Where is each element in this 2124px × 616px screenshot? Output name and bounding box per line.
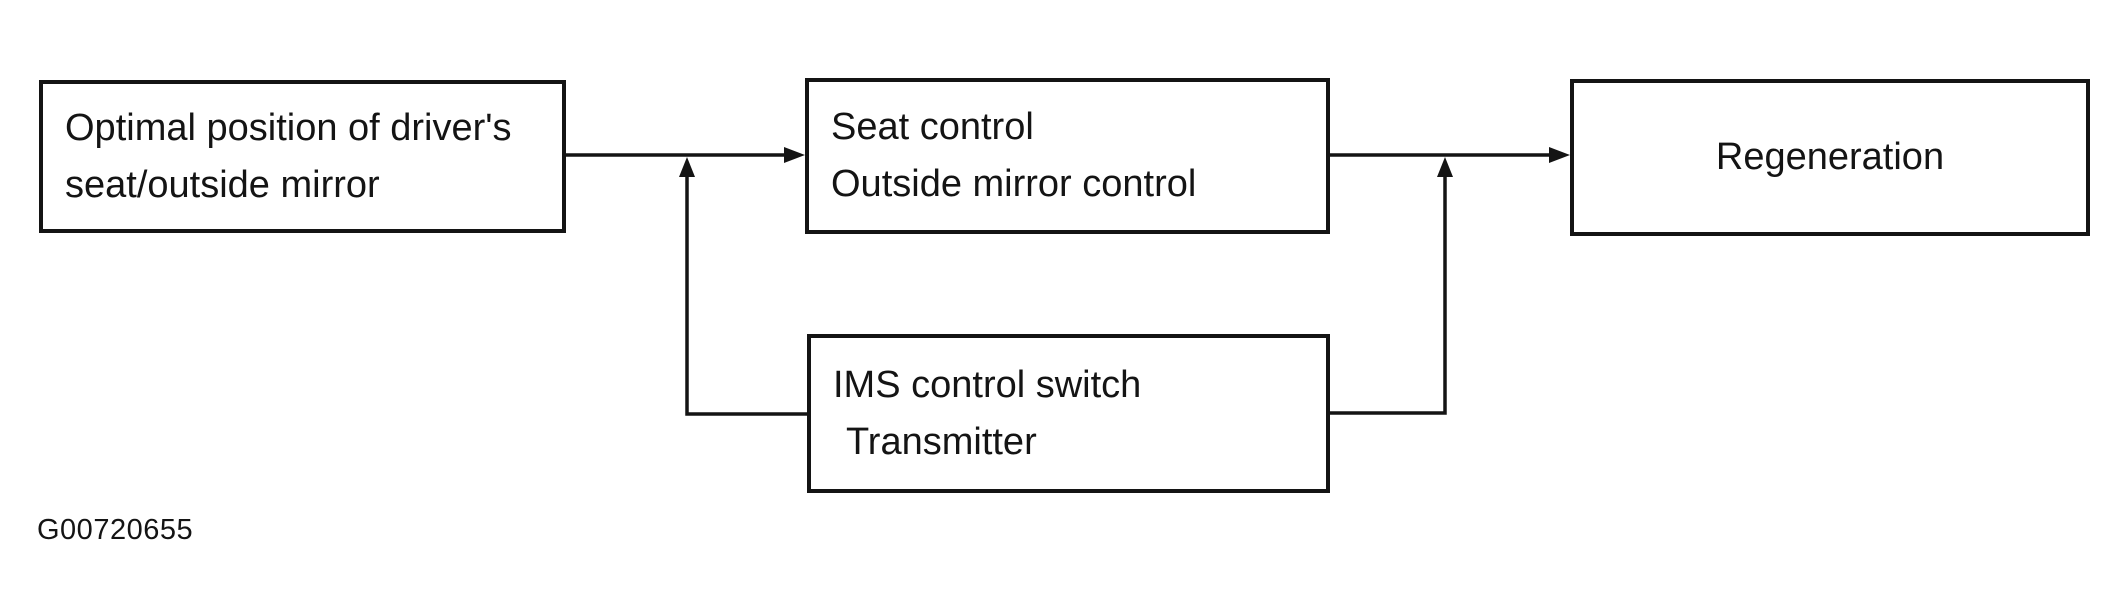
arrowhead-up-icon [679, 157, 695, 177]
figure-code: G00720655 [37, 514, 194, 546]
node-regeneration: Regeneration [1570, 79, 2090, 236]
arrowhead-right-icon [1549, 147, 1570, 163]
edge-seat-control-to-regeneration [1330, 147, 1570, 163]
node-label-line: seat/outside mirror [65, 163, 380, 206]
edge-optimal-to-seat-control [566, 147, 805, 163]
node-label-line: Regeneration [1715, 136, 1945, 178]
node-label-line: Outside mirror control [831, 163, 1197, 205]
node-ims-control-switch: IMS control switch Transmitter [807, 334, 1330, 493]
edge-line [1330, 174, 1447, 415]
node-optimal-position: Optimal position of driver's seat/outsid… [39, 80, 566, 233]
node-label-line: Optimal position of driver's [65, 106, 512, 149]
node-label-line: Transmitter [846, 420, 1037, 463]
edge-line [685, 174, 807, 416]
arrowhead-up-icon [1437, 157, 1453, 177]
node-label-line: Seat control [831, 106, 1034, 148]
arrowhead-right-icon [784, 147, 805, 163]
edge-ims-to-main-line-right [1330, 157, 1453, 415]
node-seat-control: Seat control Outside mirror control [805, 78, 1330, 234]
edge-ims-to-main-line-left [679, 157, 807, 416]
node-label-line: IMS control switch [833, 363, 1142, 406]
